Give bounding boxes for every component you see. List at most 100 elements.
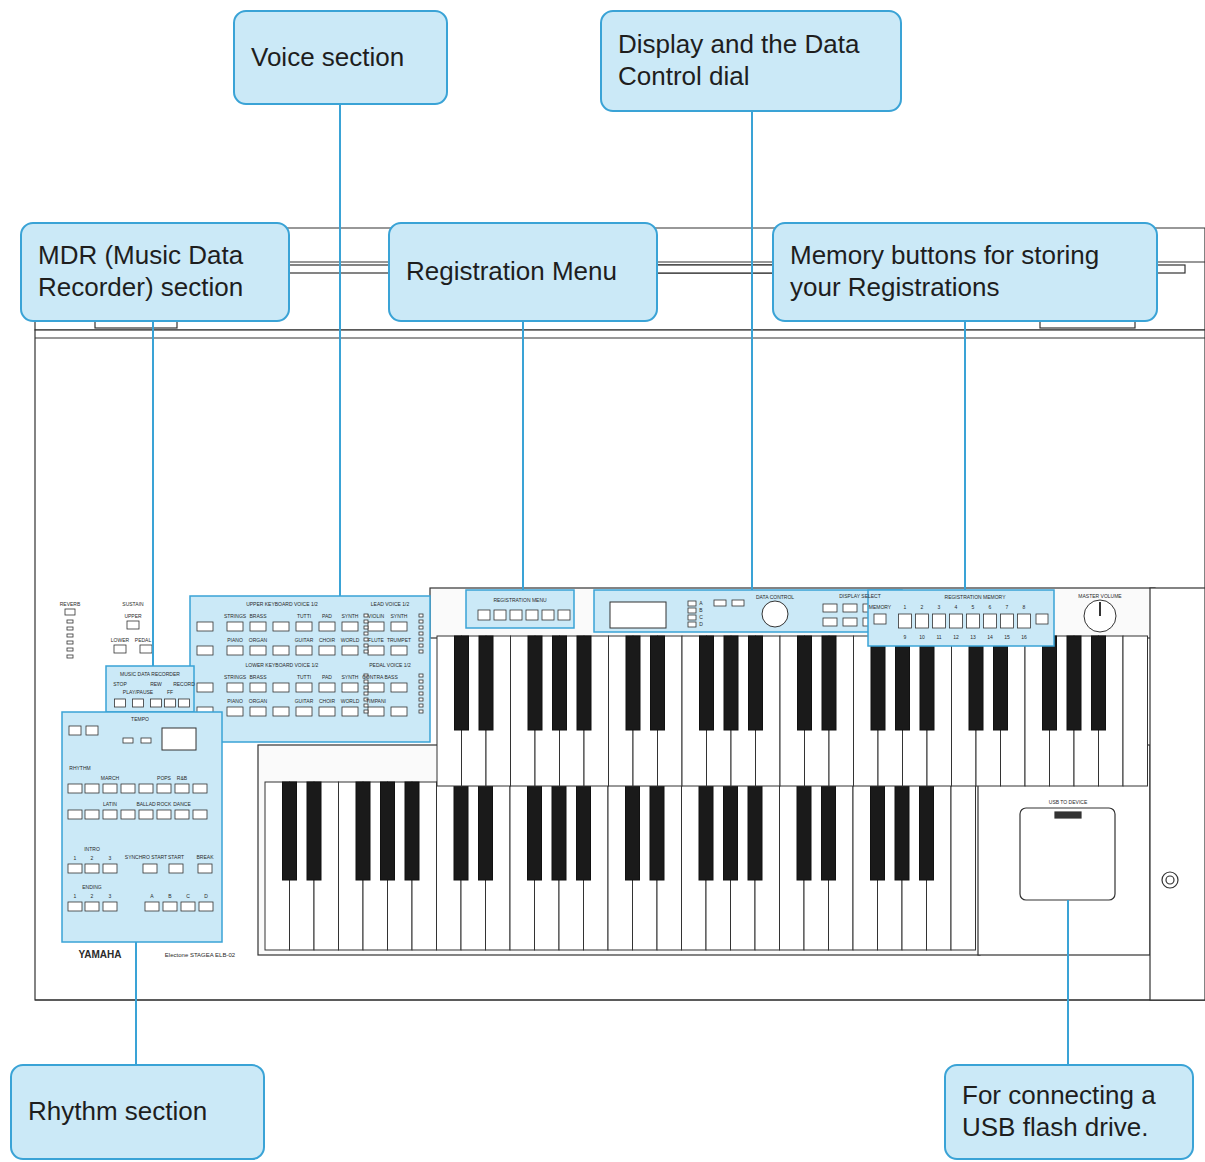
black-key: [455, 636, 469, 730]
panel-button: [227, 622, 243, 631]
panel-button: [688, 601, 696, 606]
panel-label: BALLAD: [136, 802, 155, 807]
callout-box: Memory buttons for storing your Registra…: [772, 222, 1158, 322]
panel-label: PLAY/PAUSE: [123, 690, 153, 695]
panel-label: SYNTH: [391, 614, 408, 619]
panel-button: [227, 707, 243, 716]
panel-label: DANCE: [173, 802, 191, 807]
leader-line: [339, 105, 341, 596]
panel-label: BRASS: [250, 614, 267, 619]
power-button: [1162, 872, 1178, 888]
panel-button: [843, 618, 857, 626]
black-key: [871, 782, 885, 880]
panel-button: [143, 864, 157, 873]
panel-label: DISPLAY SELECT: [839, 594, 881, 599]
panel-label: 4: [955, 605, 958, 610]
panel-button: [688, 615, 696, 620]
panel-button: [368, 683, 384, 692]
panel-label: 16: [1021, 635, 1027, 640]
panel-label: REGISTRATION MEMORY: [945, 595, 1006, 600]
panel-button: [250, 683, 266, 692]
panel-label: CONTRA BASS: [362, 675, 398, 680]
panel-button: [103, 902, 117, 911]
panel-label: TIMPANI: [366, 699, 386, 704]
panel-button: [193, 784, 207, 793]
panel-button: [364, 686, 368, 689]
panel-button: [296, 683, 312, 692]
black-key: [283, 782, 297, 880]
panel-button: [364, 704, 368, 707]
panel-button: [419, 704, 423, 707]
black-key: [307, 782, 321, 880]
panel-label: D: [699, 622, 703, 627]
panel-button: [364, 650, 368, 653]
panel-button: [179, 699, 190, 707]
highlighted-section: [190, 596, 430, 742]
black-key: [381, 782, 395, 880]
highlighted-section: [868, 590, 1054, 646]
black-key: [528, 782, 542, 880]
panel-label: MEMORY: [869, 605, 891, 610]
panel-button: [419, 644, 423, 647]
panel-button: [273, 707, 289, 716]
panel-label: MUSIC DATA RECORDER: [120, 672, 180, 677]
panel-button: [65, 609, 75, 615]
panel-label: WORLD: [341, 699, 360, 704]
callout-box: Display and the Data Control dial: [600, 10, 902, 112]
panel-button: [478, 610, 490, 620]
panel-button: [391, 646, 407, 655]
panel-label: MASTER VOLUME: [1078, 594, 1121, 599]
panel-label: A: [150, 894, 153, 899]
panel-button: [391, 622, 407, 631]
panel-label: SYNCHRO START: [125, 855, 167, 860]
panel-label: LOWER: [111, 638, 129, 643]
panel-label: 2: [91, 856, 94, 861]
panel-label: 3: [109, 856, 112, 861]
black-key: [969, 636, 983, 730]
panel-button: [193, 810, 207, 819]
panel-button: [169, 864, 183, 873]
panel-button: [542, 610, 554, 620]
panel-label: USB TO DEVICE: [1049, 800, 1087, 805]
panel-button: [157, 810, 171, 819]
panel-button: [227, 683, 243, 692]
panel-label: TEMPO: [131, 717, 149, 722]
panel-button: [419, 710, 423, 713]
callout-text: Display and the Data Control dial: [618, 29, 884, 92]
panel-button: [364, 710, 368, 713]
panel-label: ROCK: [157, 802, 171, 807]
panel-button: [368, 622, 384, 631]
panel-label: WORLD: [341, 638, 360, 643]
panel-label: RECORD: [173, 682, 195, 687]
panel-label: C: [699, 615, 703, 620]
panel-label: REGISTRATION MENU: [493, 598, 546, 603]
panel-label: 3: [938, 605, 941, 610]
panel-button: [67, 648, 73, 651]
callout-text: Registration Menu: [406, 256, 617, 288]
panel-button: [140, 645, 152, 653]
leader-line: [135, 942, 137, 1064]
panel-label: UPPER: [124, 614, 141, 619]
panel-label: YAMAHA: [79, 950, 122, 960]
panel-label: D: [204, 894, 208, 899]
panel-label: TUTTI: [297, 614, 311, 619]
panel-button: [419, 650, 423, 653]
panel-label: 1: [74, 894, 77, 899]
black-key: [699, 782, 713, 880]
panel-label: 6: [989, 605, 992, 610]
panel-label: UPPER KEYBOARD VOICE 1/2: [246, 602, 318, 607]
panel-button: [139, 810, 153, 819]
panel-button: [103, 864, 117, 873]
panel-button: [296, 622, 312, 631]
panel-button: [364, 638, 368, 641]
master-volume-knob: [1084, 600, 1116, 632]
callout-box: Registration Menu: [388, 222, 658, 322]
panel-button: [227, 646, 243, 655]
panel-button: [86, 726, 98, 735]
black-key: [920, 782, 934, 880]
panel-button: [984, 614, 997, 628]
panel-label: INTRO: [84, 847, 100, 852]
panel-label: 2: [921, 605, 924, 610]
